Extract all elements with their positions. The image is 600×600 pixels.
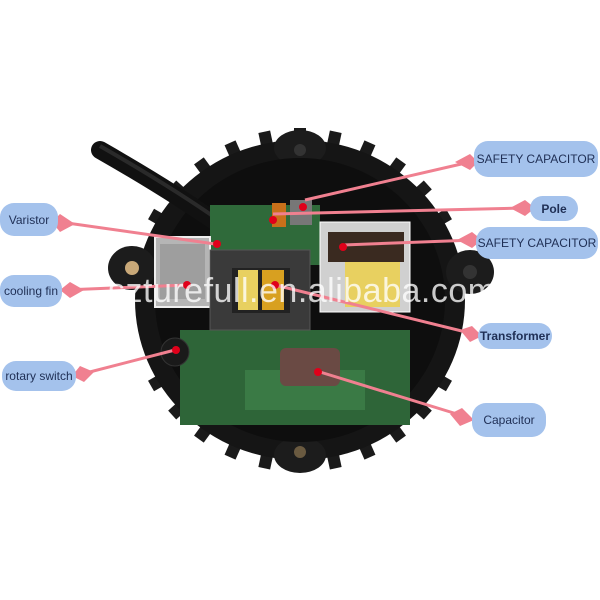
- label-rotary-switch: rotary switch: [2, 361, 76, 391]
- label-transformer: Transformer: [478, 323, 552, 349]
- label-pole: Pole: [530, 196, 578, 221]
- label-safety-capacitor-2: SAFETY CAPACITOR: [476, 227, 598, 259]
- label-capacitor: Capacitor: [472, 403, 546, 437]
- label-varistor: Varistor: [0, 203, 58, 236]
- label-safety-capacitor-1: SAFETY CAPACITOR: [474, 141, 598, 177]
- watermark-text: szturefull.en.alibaba.com: [108, 272, 497, 310]
- label-cooling-fin: cooling fin: [0, 275, 62, 307]
